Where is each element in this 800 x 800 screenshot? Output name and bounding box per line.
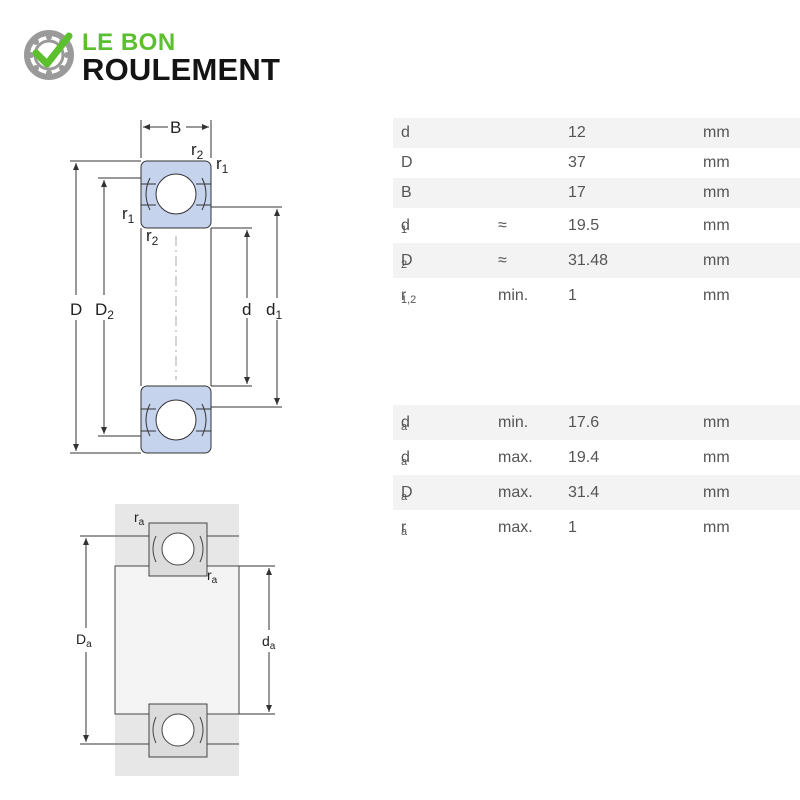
dimension-lines xyxy=(70,120,282,454)
label-ra-side: ra xyxy=(207,567,218,586)
label-D: D xyxy=(70,300,82,319)
label-r1-left: r1 xyxy=(122,204,135,226)
label-Da: Da xyxy=(76,631,92,650)
mount-bottom-ball xyxy=(161,713,195,747)
label-d1: d1 xyxy=(266,300,282,322)
dimension-arrows xyxy=(73,124,280,451)
mount-top-ball xyxy=(161,532,195,566)
label-B: B xyxy=(170,118,181,137)
top-ball xyxy=(155,173,197,215)
label-ra-top: ra xyxy=(134,509,145,528)
logo-text-top: LE BON xyxy=(82,29,176,56)
label-r1-top: r1 xyxy=(216,154,229,176)
bottom-seals xyxy=(145,403,207,437)
bottom-ball xyxy=(155,399,197,441)
mounting-diagram xyxy=(114,504,240,776)
bearing-section xyxy=(140,160,212,454)
bearing-check-icon xyxy=(24,30,74,80)
shaft xyxy=(114,565,240,715)
mount-dimension-lines xyxy=(80,535,275,745)
label-r2-top: r2 xyxy=(191,140,204,162)
brand-logo: LE BON ROULEMENT xyxy=(22,26,302,87)
top-seals xyxy=(145,177,207,211)
label-r2-bottom: r2 xyxy=(146,226,159,248)
logo-text-bottom: ROULEMENT xyxy=(82,52,281,87)
label-D2: D2 xyxy=(95,300,114,322)
label-d: d xyxy=(242,300,251,319)
label-da: da xyxy=(262,633,276,652)
